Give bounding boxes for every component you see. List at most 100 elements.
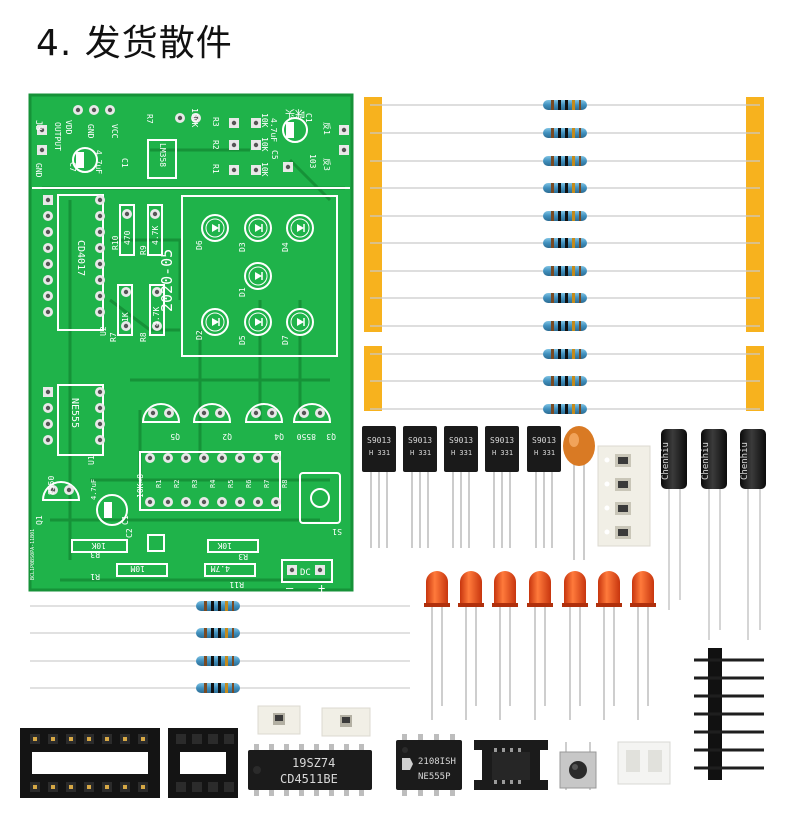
pcb-label-10kx8: 10K×8 xyxy=(136,474,145,498)
ceramic-capacitor xyxy=(563,426,595,560)
pcb-label-rn4: R4 xyxy=(209,480,217,488)
pcb-label-gnd2: GND xyxy=(86,124,95,139)
pcb-label-c1cv: 4.7uF xyxy=(90,479,98,500)
electrolytic-capacitors: Chenhiu Chenhiu Chenhiu xyxy=(661,429,766,640)
pcb-label-r9: R9 xyxy=(139,245,148,255)
transistor-2-label: S9013 xyxy=(408,436,432,445)
pcb-label-rn3: R3 xyxy=(191,480,199,488)
transistor-4-label: S9013 xyxy=(490,436,514,445)
pcb-label-fan3: 反3 xyxy=(322,158,332,171)
pcb-label-10k-r: 10K xyxy=(217,541,232,550)
pcb-label-j3: J3 xyxy=(33,120,43,131)
ic-ne555: 2108ISH NE555P xyxy=(396,734,462,796)
pcb-label-q4: Q4 xyxy=(274,432,284,441)
pcb-label-470: 470 xyxy=(123,230,132,245)
pcb-label-10k-b: 10K xyxy=(260,137,269,152)
pcb-label-vdd: VDD xyxy=(64,120,73,135)
pcb-label-d6: D6 xyxy=(195,240,204,250)
taped-resistors xyxy=(364,97,764,415)
transistor-5-label: S9013 xyxy=(532,436,556,445)
pcb-label-r7b: R7 xyxy=(109,332,118,342)
pcb-label-c5: C5 xyxy=(270,150,279,160)
pcb-label-cd4017: CD4017 xyxy=(75,240,86,276)
sop-chip xyxy=(474,740,548,790)
pcb-label-u1: U1 xyxy=(87,455,96,465)
loose-resistors xyxy=(30,600,410,694)
pcb-label-r7v: 100K xyxy=(190,108,199,127)
pcb-label-rn2: R2 xyxy=(173,480,181,488)
pcb-date: 2020-05 xyxy=(158,249,176,312)
ic-socket-16pin xyxy=(20,728,160,798)
pcb-label-r10: R10 xyxy=(111,235,120,250)
pcb-label-r3c: R3 xyxy=(90,550,100,559)
transistor-5-code: H 331 xyxy=(534,449,555,457)
page-title: 4. 发货散件 xyxy=(36,23,233,64)
pcb-label-dc: DC xyxy=(300,568,311,578)
pcb-label-rn6: R6 xyxy=(245,480,253,488)
capacitor-1-brand: Chenhiu xyxy=(661,442,671,480)
pcb-label-s1: S1 xyxy=(332,527,342,536)
pcb-label-q2: Q2 xyxy=(222,432,232,441)
pcb-label-rn8: R8 xyxy=(281,480,289,488)
transistor-2-code: H 331 xyxy=(410,449,431,457)
pcb-label-plus: + xyxy=(318,581,325,595)
capacitor-2-brand: Chenhiu xyxy=(701,442,711,480)
pcb-label-4-7m: 4.7M xyxy=(211,564,230,573)
pcb-label-4-7k: 4.7K xyxy=(151,226,160,245)
pcb-label-d1: D1 xyxy=(238,287,247,297)
transistor-4-code: H 331 xyxy=(492,449,513,457)
smd-tape-strip xyxy=(597,445,651,547)
red-leds xyxy=(424,571,656,720)
transistor-3-label: S9013 xyxy=(449,436,473,445)
transistor-1-label: S9013 xyxy=(367,436,391,445)
pcb-label-q3: Q3 xyxy=(326,432,336,441)
smd-carrier-pieces xyxy=(257,705,371,737)
transistor-3-code: H 331 xyxy=(451,449,472,457)
pcb-label-rn7: R7 xyxy=(263,480,271,488)
pcb-label-r8: R8 xyxy=(139,332,148,342)
pcb-label-minus: — xyxy=(286,581,294,595)
pcb-label-c1b: C1 xyxy=(304,113,313,123)
pcb-label-d5: D5 xyxy=(238,335,247,345)
transistor-1-code: H 331 xyxy=(369,449,390,457)
ic-socket-8pin xyxy=(168,728,238,798)
pcb-label-s8550: 8550 xyxy=(47,476,56,495)
pcb-label-c1c: C1 xyxy=(121,515,130,525)
dc-connector xyxy=(617,741,671,785)
pcb-label-r2: R2 xyxy=(211,140,220,150)
pcb-board: J3 OUTPUT GND VDD GND VCC C7 4.7uF C1 R7… xyxy=(28,93,354,595)
pcb-label-fan1: 反1 xyxy=(322,122,332,135)
pcb-label-d7: D7 xyxy=(281,335,290,345)
pcb-label-vcc: VCC xyxy=(110,124,119,139)
pcb-label-r3: R3 xyxy=(211,117,220,127)
pcb-label-r1: R1 xyxy=(211,164,220,174)
pcb-label-q5: Q5 xyxy=(170,432,180,441)
ic-ne555-label: NE555P xyxy=(418,772,451,782)
pcb-label-d2: D2 xyxy=(195,330,204,340)
pcb-label-c1top: C1 xyxy=(120,158,129,168)
pcb-label-103: 103 xyxy=(308,154,317,169)
pcb-label-q1: Q1 xyxy=(35,515,44,525)
transistors: S9013 H 331 S9013 H 331 S9013 H 331 S901… xyxy=(362,426,561,548)
pcb-label-10k-c: 10K xyxy=(260,162,269,177)
pcb-label-c7v: 4.7uF xyxy=(94,150,103,174)
pcb-label-1k: 1K xyxy=(121,312,130,322)
pcb-label-serial: BCL1P0BS0PA-11B01 xyxy=(30,529,36,580)
pcb-label-4-7uf: 4.7uF xyxy=(269,118,278,142)
pcb-label-lm358: LM358 xyxy=(158,143,167,167)
capacitor-3-brand: Chenhiu xyxy=(740,442,750,480)
pcb-label-rn5: R5 xyxy=(227,480,235,488)
pcb-label-rn1: R1 xyxy=(155,480,163,488)
pcb-label-u2: U2 xyxy=(99,326,108,336)
pcb-label-gnd: GND xyxy=(34,163,43,178)
pcb-label-d4: D4 xyxy=(281,242,290,252)
pcb-label-4-7k-b: 4.7K xyxy=(152,307,161,326)
pcb-label-output: OUTPUT xyxy=(53,122,62,151)
pcb-label-c7: C7 xyxy=(68,162,77,172)
pcb-label-10k-a: 10K xyxy=(260,113,269,128)
ic-cd4511-code: 19SZ74 xyxy=(292,756,335,770)
ic-cd4511: 19SZ74 CD4511BE xyxy=(248,744,372,796)
pcb-label-r7: R7 xyxy=(145,114,154,124)
pcb-label-r3d: R3 xyxy=(238,552,248,561)
